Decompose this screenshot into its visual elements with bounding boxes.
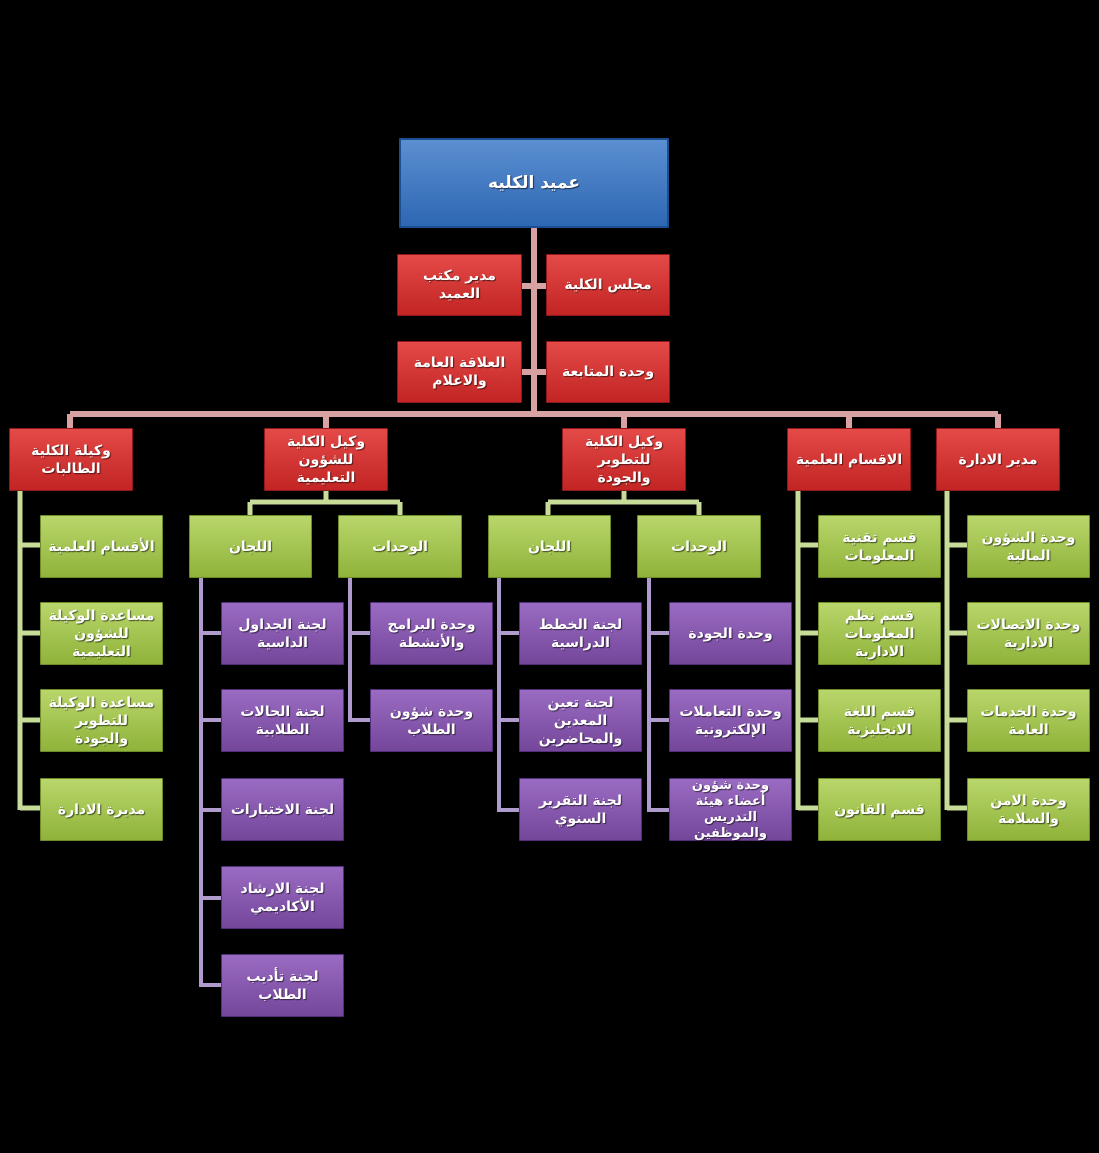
follow-up-unit-label: وحدة المتابعة [561, 364, 655, 380]
development-committees-label: اللجان [527, 538, 572, 555]
development-units-label: الوحدات [671, 538, 727, 555]
female-item-box: مساعدة الوكيلة للتطوير والجودة [40, 689, 163, 752]
department-box: قسم نظم المعلومات الادارية [818, 602, 941, 665]
college-council-label: مجلس الكلية [564, 277, 652, 293]
vice-dean-education-box: وكيل الكلية للشؤون التعليمية [264, 428, 388, 491]
department-label: قسم القانون [834, 801, 925, 818]
education-committee-label: لجنة الجداول الداسية [238, 616, 327, 651]
female-item-label: مديرة الادارة [57, 801, 146, 818]
development-committee-label: لجنة الخطط الدراسية [538, 616, 623, 651]
female-item-box: الأقسام العلمية [40, 515, 163, 578]
department-box: قسم تقنية المعلومات [818, 515, 941, 578]
female-vice-dean-label: وكيلة الكلية الطالبات [31, 442, 111, 477]
education-committee-box: لجنة الارشاد الأكاديمي [221, 866, 344, 929]
admin-unit-box: وحدة الخدمات العامة [967, 689, 1090, 752]
department-box: قسم اللغة الانجليزية [818, 689, 941, 752]
education-committee-label: لجنة الحالات الطلابية [240, 703, 325, 738]
follow-up-unit-box: وحدة المتابعة [546, 341, 670, 403]
public-relations-box: العلاقة العامة والاعلام [397, 341, 522, 403]
vice-dean-education-label: وكيل الكلية للشؤون التعليمية [286, 433, 366, 486]
administration-director-label: مدير الادارة [958, 451, 1038, 468]
vice-dean-development-label: وكيل الكلية للتطوير والجودة [584, 433, 664, 486]
department-box: قسم القانون [818, 778, 941, 841]
development-committee-box: لجنة تعين المعدين والمحاضرين [519, 689, 642, 752]
development-unit-box: وحدة شؤون أعضاء هيئة التدريس والموظفين [669, 778, 792, 841]
education-committees-header: اللجان [189, 515, 312, 578]
public-relations-label: العلاقة العامة والاعلام [413, 355, 506, 389]
department-label: قسم نظم المعلومات الادارية [844, 607, 915, 660]
development-unit-box: وحدة التعاملات الإلكترونية [669, 689, 792, 752]
female-item-box: مديرة الادارة [40, 778, 163, 841]
development-committee-label: لجنة التقرير السنوي [539, 792, 622, 827]
office-manager-label: مدير مكتب العميد [423, 268, 496, 302]
dean-label: عميد الكليه [488, 173, 580, 193]
female-item-label: مساعدة الوكيلة للتطوير والجودة [48, 694, 155, 747]
female-item-label: الأقسام العلمية [48, 538, 155, 555]
development-committee-box: لجنة الخطط الدراسية [519, 602, 642, 665]
department-label: قسم تقنية المعلومات [842, 529, 917, 564]
education-committee-box: لجنة الحالات الطلابية [221, 689, 344, 752]
education-committee-box: لجنة تأديب الطلاب [221, 954, 344, 1017]
academic-departments-box: الاقسام العلمية [787, 428, 911, 491]
development-unit-label: وحدة الجودة [688, 625, 773, 642]
education-unit-label: وحدة شؤون الطلاب [389, 703, 474, 738]
admin-unit-label: وحدة الخدمات العامة [980, 703, 1077, 738]
female-vice-dean-box: وكيلة الكلية الطالبات [9, 428, 133, 491]
office-manager-box: مدير مكتب العميد [397, 254, 522, 316]
development-unit-label: وحدة شؤون أعضاء هيئة التدريس والموظفين [691, 777, 770, 841]
education-unit-label: وحدة البرامج والأنشطة [387, 616, 476, 651]
education-units-label: الوحدات [372, 538, 428, 555]
academic-departments-label: الاقسام العلمية [795, 451, 903, 468]
education-unit-box: وحدة البرامج والأنشطة [370, 602, 493, 665]
admin-unit-box: وحدة الاتصالات الادارية [967, 602, 1090, 665]
female-item-box: مساعدة الوكيلة للشؤون التعليمية [40, 602, 163, 665]
development-committee-box: لجنة التقرير السنوي [519, 778, 642, 841]
admin-unit-box: وحدة الشؤون المالية [967, 515, 1090, 578]
vice-dean-development-box: وكيل الكلية للتطوير والجودة [562, 428, 686, 491]
development-units-header: الوحدات [637, 515, 761, 578]
development-committees-header: اللجان [488, 515, 611, 578]
female-item-label: مساعدة الوكيلة للشؤون التعليمية [48, 607, 155, 660]
development-unit-label: وحدة التعاملات الإلكترونية [679, 703, 782, 738]
education-committee-label: لجنة تأديب الطلاب [246, 968, 319, 1003]
education-committee-label: لجنة الارشاد الأكاديمي [240, 880, 325, 915]
education-committee-box: لجنة الجداول الداسية [221, 602, 344, 665]
development-unit-box: وحدة الجودة [669, 602, 792, 665]
education-unit-box: وحدة شؤون الطلاب [370, 689, 493, 752]
education-units-header: الوحدات [338, 515, 462, 578]
education-committees-label: اللجان [228, 538, 273, 555]
administration-director-box: مدير الادارة [936, 428, 1060, 491]
education-committee-label: لجنة الاختبارات [230, 801, 335, 818]
department-label: قسم اللغة الانجليزية [843, 703, 916, 738]
dean-box: عميد الكليه [399, 138, 669, 228]
education-committee-box: لجنة الاختبارات [221, 778, 344, 841]
admin-unit-label: وحدة الاتصالات الادارية [976, 616, 1081, 651]
admin-unit-label: وحدة الشؤون المالية [981, 529, 1076, 564]
admin-unit-box: وحدة الامن والسلامة [967, 778, 1090, 841]
development-committee-label: لجنة تعين المعدين والمحاضرين [538, 694, 623, 747]
college-council-box: مجلس الكلية [546, 254, 670, 316]
admin-unit-label: وحدة الامن والسلامة [990, 792, 1067, 827]
